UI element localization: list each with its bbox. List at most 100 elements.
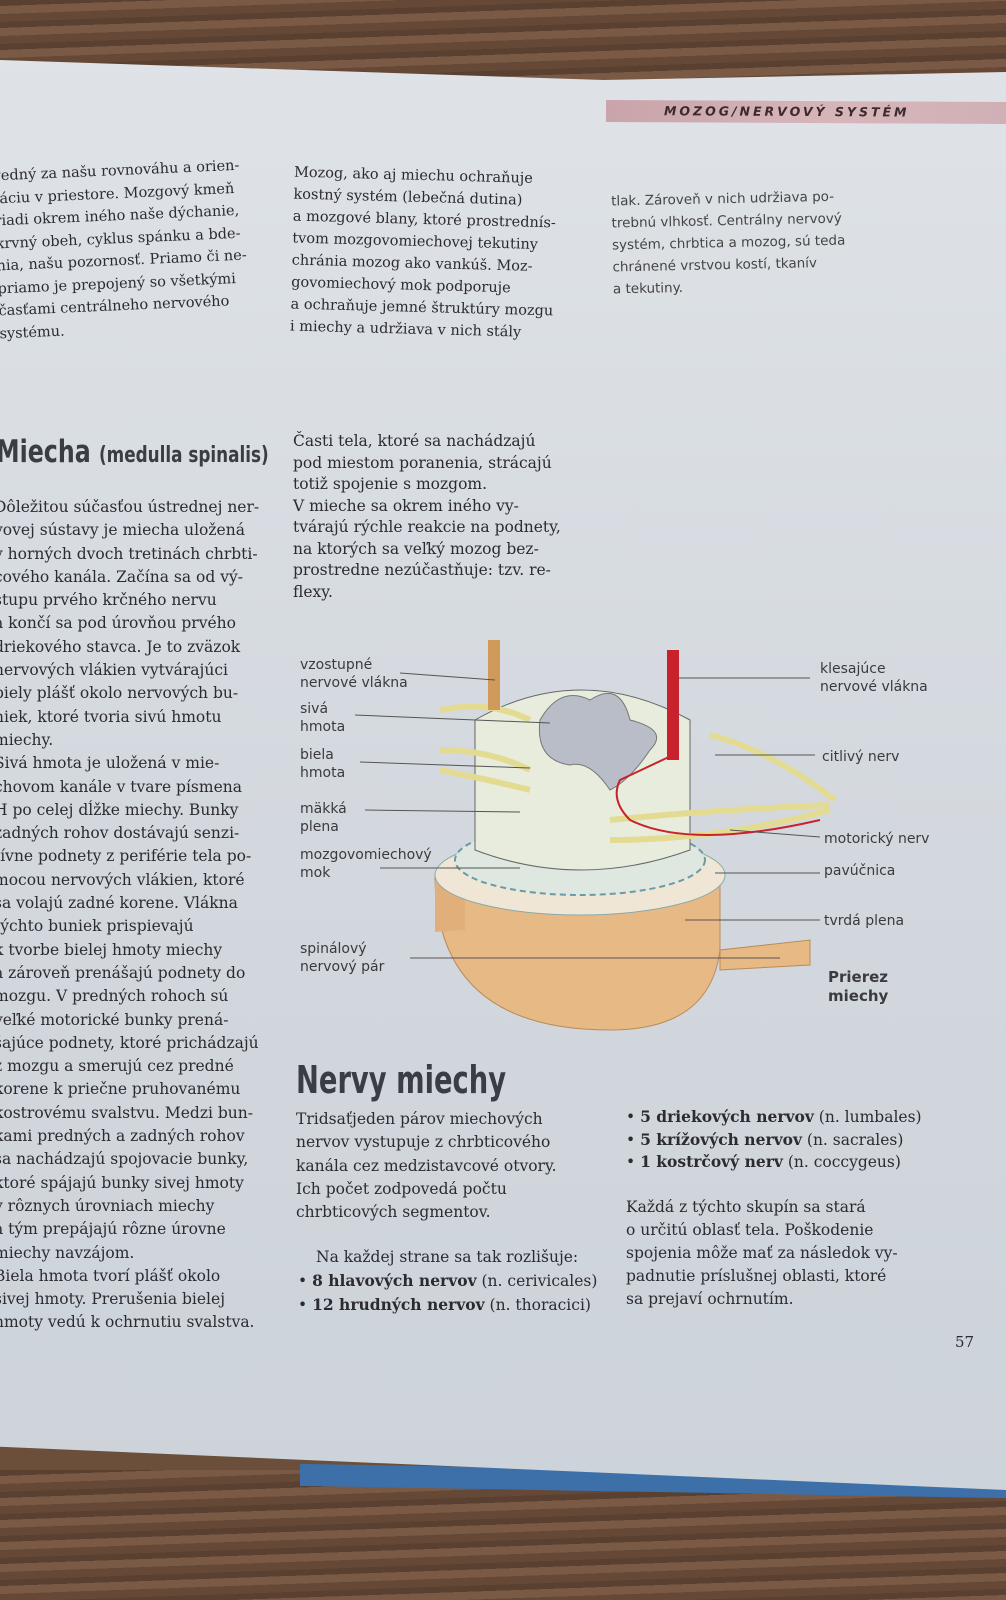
bullet-bold: 12 hrudných nervov: [312, 1295, 485, 1315]
text-line: nervov vystupuje z chrbticového: [296, 1133, 551, 1152]
nervy-lead: Na každej strane sa tak rozlišuje:: [316, 1246, 578, 1269]
text-line: hmoty vedú k ochrnutiu svalstva.: [0, 1313, 255, 1332]
text-line: a zároveň prenášajú podnety do: [0, 963, 246, 982]
text-line: v rôznych úrovniach miechy: [0, 1196, 215, 1215]
text-line: týchto buniek prispievajú: [0, 917, 194, 936]
motor-pathway: [615, 754, 821, 836]
bullet-bold: 5 krížových nervov: [640, 1129, 802, 1149]
text-line: mocou nervových vlákien, ktoré: [0, 870, 245, 889]
text-line: nervových vlákien vytvárajúci: [0, 661, 228, 680]
diagram-label: mok: [300, 865, 331, 881]
text-line: šajúce podnety, ktoré prichádzajú: [0, 1033, 259, 1052]
bullet-latin: (n. cerivicales): [476, 1272, 598, 1290]
text-line: Časti tela, ktoré sa nachádzajú: [293, 432, 536, 450]
miecha-heading: Miecha (medulla spinalis): [0, 434, 269, 470]
text-line: H po celej dĺžke miechy. Bunky: [0, 800, 239, 819]
text-line: v horných dvoch tretinách chrbti-: [0, 544, 258, 563]
text-line: vovej sústavy je miecha uložená: [0, 521, 245, 540]
nervy-lead-text: Na každej strane sa tak rozlišuje:: [316, 1248, 579, 1266]
diagram-label: hmota: [300, 719, 346, 735]
text-line: driekového stavca. Je to zväzok: [0, 637, 241, 656]
diagram-label: motorický nerv: [824, 831, 930, 847]
top-column-3: tlak. Zároveň v nich udržiava po-trebnú …: [611, 186, 847, 301]
text-line: pod miestom poranenia, strácajú: [293, 453, 552, 472]
text-line: V mieche sa okrem iného vy-: [293, 496, 519, 515]
nervy-bullets-1: • 8 hlavových nervov (n. cerivicales) • 1…: [298, 1269, 597, 1318]
page-number: 57: [955, 1333, 975, 1351]
bullet-bold: 1 kostrčový nerv: [640, 1152, 783, 1171]
miecha-title: Miecha: [0, 434, 91, 470]
nervy-closing: Každá z týchto skupín sa stará o určitú o…: [626, 1196, 898, 1311]
text-line: korene k priečne pruhovanému: [0, 1080, 241, 1099]
diagram-label: pavúčnica: [824, 863, 896, 879]
diagram-label: vzostupné: [300, 657, 373, 673]
text-line: padnutie príslušnej oblasti, ktoré: [626, 1267, 887, 1285]
diagram-label: biela: [300, 747, 334, 763]
text-line: kanála cez medzistavcové otvory.: [296, 1156, 557, 1175]
text-line: spojenia môže mať za následok vy-: [626, 1244, 898, 1262]
nervy-bullets-2: • 5 driekových nervov (n. lumbales) • 5 k…: [626, 1106, 922, 1174]
bullet-latin: (n. lumbales): [813, 1108, 922, 1126]
diagram-caption: miechy: [828, 987, 889, 1005]
bullet-item: • 12 hrudných nervov (n. thoracici): [298, 1295, 591, 1315]
text-line: ktoré spájajú bunky sivej hmoty: [0, 1173, 244, 1192]
text-line: stupu prvého krčného nervu: [0, 591, 217, 610]
text-line: Ich počet zodpovedá počtu: [296, 1179, 507, 1198]
section-header: MOZOG/NERVOVÝ SYSTÉM: [605, 99, 1006, 125]
text-line: sa volajú zadné korene. Vlákna: [0, 894, 238, 913]
spinal-cord-diagram: [354, 640, 837, 1031]
text-line: sa nachádzajú spojovacie bunky,: [0, 1150, 249, 1169]
text-line: a končí sa pod úrovňou prvého: [0, 614, 236, 633]
text-line: Každá z týchto skupín sa stará: [626, 1198, 866, 1216]
text-line: niek, ktoré tvoria sivú hmotu: [0, 707, 222, 726]
text-line: Biela hmota tvorí plášť okolo: [0, 1266, 221, 1285]
bullet-item: • 5 driekových nervov (n. lumbales): [626, 1107, 922, 1126]
nervy-heading: Nervy miechy: [296, 1058, 507, 1102]
bullet-latin: (n. coccygeus): [782, 1153, 901, 1171]
text-line: zadných rohov dostávajú senzi-: [0, 824, 240, 843]
leader-lines: [354, 672, 821, 959]
diagram-caption: Prierez: [828, 968, 889, 986]
text-line: sa prejaví ochrnutím.: [626, 1290, 794, 1308]
text-line: biely plášť okolo nervových bu-: [0, 684, 239, 703]
bullet-item: • 5 krížových nervov (n. sacrales): [626, 1129, 904, 1149]
text-line: kami predných a zadných rohov: [0, 1127, 245, 1146]
ascending-fibers: [488, 640, 500, 710]
text-line: z mozgu a smerujú cez predné: [0, 1057, 234, 1076]
bullet-bold: 8 hlavových nervov: [312, 1271, 477, 1290]
diagram-label: citlivý nerv: [822, 749, 900, 765]
text-line: mozgu. V predných rohoch sú: [0, 987, 229, 1006]
diagram-label: mäkká: [300, 801, 347, 817]
text-line: kostrovému svalstvu. Medzi bun-: [0, 1103, 254, 1122]
miecha-subtitle: (medulla spinalis): [98, 443, 269, 468]
bullet-item: • 8 hlavových nervov (n. cerivicales): [298, 1271, 598, 1290]
top-column-1: vedný za našu rovnováhu a orien-táciu v …: [0, 155, 250, 346]
text-line: sivej hmoty. Prerušenia bielej: [0, 1290, 225, 1309]
grey-matter: [538, 692, 658, 791]
middle-column: Časti tela, ktoré sa nachádzajú pod miest…: [293, 431, 561, 603]
text-line: prostredne nezúčastňuje: tzv. re-: [293, 561, 551, 579]
text-line: miechy navzájom.: [0, 1243, 135, 1262]
diagram-label: plena: [300, 819, 339, 835]
nerve-roots: [439, 703, 837, 843]
diagram-label: nervový pár: [300, 959, 385, 975]
bullet-latin: (n. sacrales): [801, 1130, 904, 1149]
diagram-label: hmota: [300, 765, 346, 781]
diagram-label: spinálový: [300, 941, 367, 957]
text-line: o určitú oblasť tela. Poškodenie: [626, 1221, 874, 1239]
text-line: flexy.: [293, 582, 333, 601]
bullet-bold: 5 driekových nervov: [640, 1107, 814, 1126]
bullet-item: • 1 kostrčový nerv (n. coccygeus): [626, 1152, 901, 1171]
text-line: na ktorých sa veľký mozog bez-: [293, 539, 539, 558]
text-line: k tvorbe bielej hmoty miechy: [0, 940, 223, 959]
descending-fibers: [667, 650, 679, 760]
text-line: tívne podnety z periférie tela po-: [0, 847, 252, 866]
text-line: cového kanála. Začína sa od vý-: [0, 567, 243, 586]
text-line: veľké motorické bunky prená-: [0, 1010, 229, 1029]
diagram-label: nervové vlákna: [300, 675, 408, 691]
text-line: tvárajú rýchle reakcie na podnety,: [293, 518, 561, 536]
text-line: chovom kanále v tvare písmena: [0, 777, 242, 796]
text-line: totiž spojenie s mozgom.: [293, 475, 488, 493]
